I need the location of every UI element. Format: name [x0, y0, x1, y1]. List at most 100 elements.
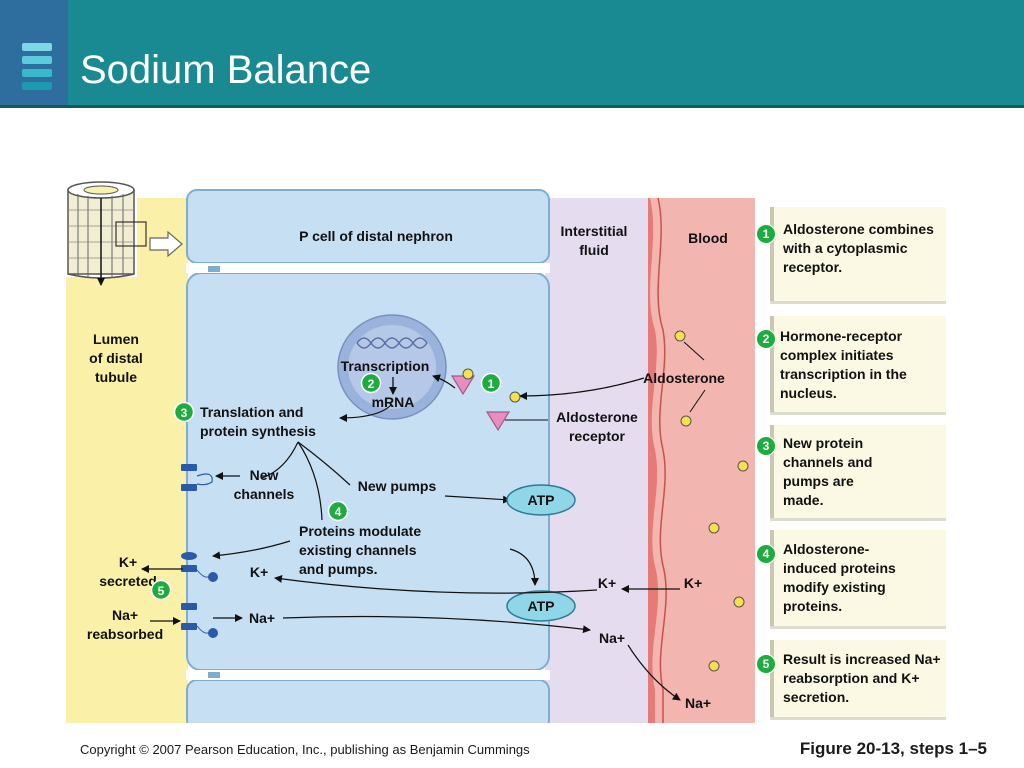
na-cell-to-interstitial-arrow [282, 615, 591, 634]
capillary-wall-edge [657, 197, 667, 723]
step-card-3: 3 New protein channels and pumps are mad… [756, 425, 946, 521]
badge-4: 4 [327, 500, 349, 522]
mrna-arrow [339, 404, 392, 422]
blood-region [650, 198, 755, 723]
tight-junction [208, 266, 220, 272]
step-card-5: 5 Result is increased Na+ reabsorption a… [756, 640, 946, 720]
k-channel-icon [181, 552, 218, 582]
atp-pump-existing-label: ATP [528, 598, 555, 614]
transcription-label: Transcription [341, 358, 430, 374]
logo-stripe-icon [22, 43, 52, 51]
step-text: Aldosterone-induced proteins modify exis… [783, 541, 896, 614]
aldosterone-molecule-icon [708, 660, 720, 672]
svg-text:3: 3 [181, 406, 188, 420]
badge-3: 3 [173, 401, 195, 423]
interstitial-fluid-region [545, 198, 650, 723]
logo-stripe-icon [22, 69, 52, 77]
svg-text:4: 4 [335, 505, 342, 519]
distal-tubule-icon [65, 181, 147, 286]
badge-1: 1 [480, 372, 502, 394]
modulate-channels-arrow [212, 540, 291, 560]
step-number-badge: 2 [756, 329, 776, 349]
k-cell-label: K+ [250, 564, 268, 580]
translation-branch [297, 441, 351, 486]
aldosterone-molecule-icon [708, 522, 720, 534]
lower-cell [186, 679, 550, 731]
step-card-4: 4 Aldosterone-induced proteins modify ex… [756, 530, 946, 629]
step-number-badge: 3 [756, 436, 776, 456]
new-pumps-arrow [444, 495, 511, 504]
complex-to-nucleus-arrow [432, 374, 456, 389]
aldosterone-molecule-icon [674, 330, 686, 342]
svg-text:1: 1 [488, 377, 495, 391]
new-pumps-label: New pumps [358, 478, 437, 494]
dna-icon [356, 337, 428, 349]
na-reabsorbed-label: Na+reabsorbed [87, 607, 163, 642]
step-text: Aldosterone combines with a cytoplasmic … [783, 221, 934, 275]
atp-pump-existing [506, 590, 576, 622]
aldosterone-entry-arrow [519, 377, 645, 400]
na-channel-icon [181, 603, 218, 638]
step-text: Result is increased Na+ reabsorption and… [783, 651, 941, 705]
atp-pump-new-label: ATP [528, 492, 555, 508]
atp-pump-new [506, 484, 576, 516]
page-title: Sodium Balance [80, 48, 372, 92]
new-channel-icon [181, 464, 213, 491]
translation-branch [261, 441, 299, 479]
aldosterone-leader-line [683, 341, 705, 361]
step-number-badge: 4 [756, 544, 776, 564]
step-card-2: 2 Hormone-receptor complex initiates tra… [756, 316, 946, 415]
k-blood-label: K+ [684, 575, 702, 591]
blood-aldosterone-group [674, 330, 749, 672]
na-cell-label: Na+ [249, 610, 275, 626]
k-cell-to-lumen-arrow [274, 574, 598, 594]
na-to-blood-arrow [627, 644, 681, 701]
aldosterone-receptor-icon [485, 411, 511, 432]
aldosterone-label: Aldosterone [643, 370, 725, 386]
aldosterone-molecule-icon [733, 596, 745, 608]
title-bar [0, 0, 1024, 105]
figure-reference: Figure 20-13, steps 1–5 [799, 739, 987, 758]
logo-stripe-icon [22, 56, 52, 64]
step-number-badge: 1 [756, 224, 776, 244]
step-card-1: 1 Aldosterone combines with a cytoplasmi… [756, 207, 946, 304]
p-cell-label: P cell of distal nephron [299, 228, 453, 244]
badge-5: 5 [150, 579, 172, 601]
modulate-pumps-arrow [509, 548, 539, 586]
logo-stripe-icon [22, 82, 52, 90]
zoom-arrow-icon [149, 230, 183, 258]
step-text: New protein channels and pumps are made. [783, 435, 873, 508]
capillary-wall [648, 198, 659, 723]
aldosterone-molecule-icon [680, 415, 692, 427]
tight-junction [208, 672, 220, 678]
aldosterone-molecule-icon [509, 391, 521, 403]
translation-branch [297, 441, 323, 521]
aldosterone-molecule-icon [737, 460, 749, 472]
aldosterone-leader-line [689, 389, 706, 413]
badge-2: 2 [360, 372, 382, 394]
step-text: Hormone-receptor complex initiates trans… [780, 328, 907, 401]
svg-text:5: 5 [158, 584, 165, 598]
k-secreted-label: K+secreted [99, 554, 157, 589]
title-divider [0, 105, 1024, 108]
na-blood-label: Na+ [685, 695, 711, 711]
copyright-notice: Copyright © 2007 Pearson Education, Inc.… [80, 742, 530, 757]
k-interstitial-label: K+ [598, 575, 616, 591]
svg-text:2: 2 [368, 377, 375, 391]
blood-label: Blood [688, 230, 728, 246]
cell-gap [186, 263, 550, 273]
diagram-bottom-mask [60, 723, 760, 768]
step-number-badge: 5 [756, 654, 776, 674]
na-interstitial-label: Na+ [599, 630, 625, 646]
upper-cell [186, 189, 550, 264]
bound-aldosterone-icon [462, 368, 474, 380]
lumen-region [66, 198, 188, 723]
mrna-label: mRNA [372, 394, 415, 410]
